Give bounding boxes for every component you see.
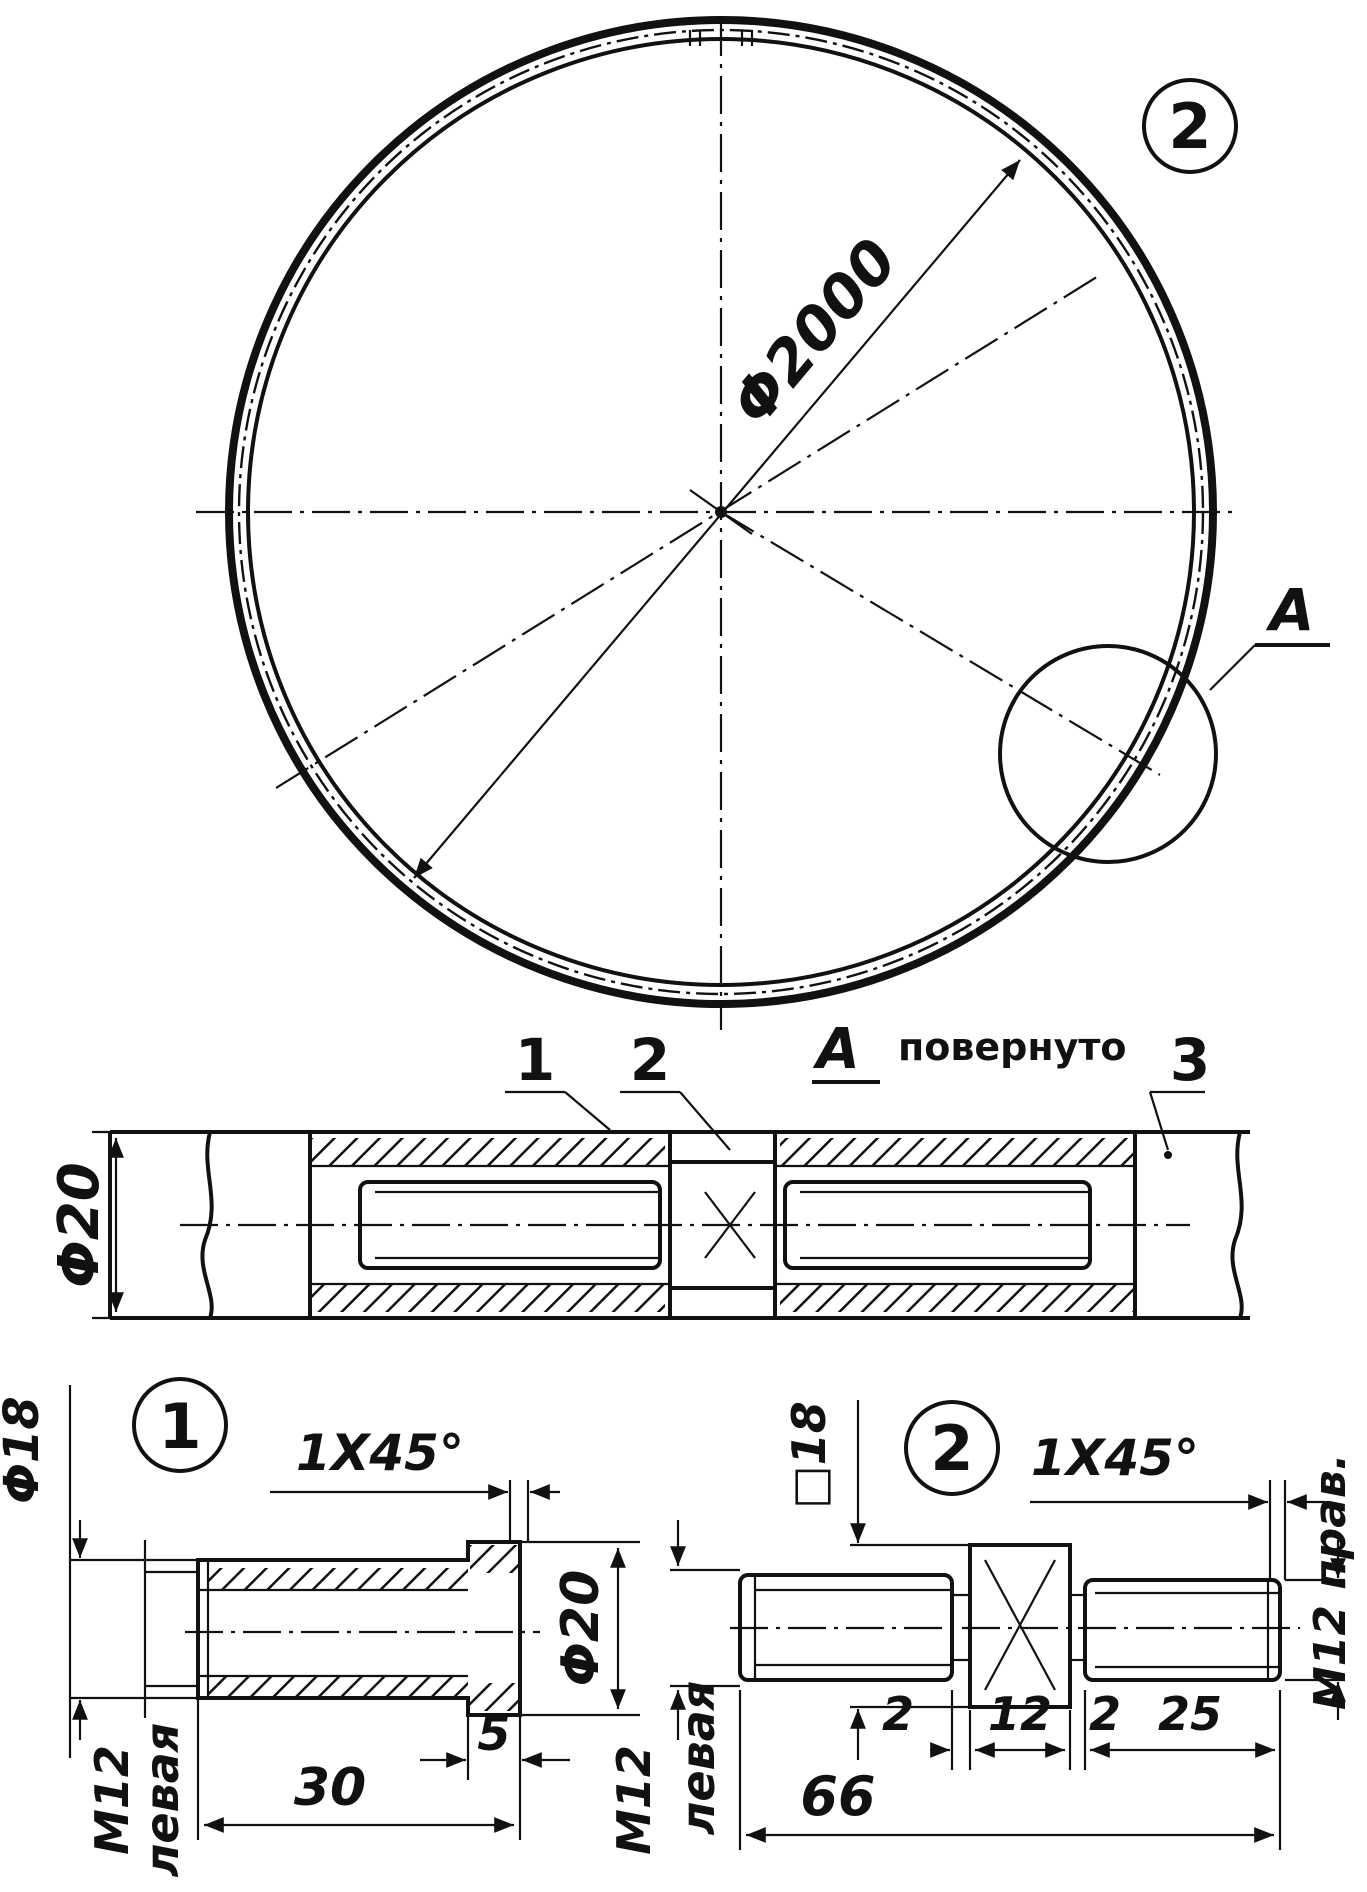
part-1-collar-diameter: Φ20: [551, 1570, 611, 1687]
part-2-chamfer: 1X45°: [1031, 1429, 1199, 1487]
detail-a-label: A: [1266, 576, 1315, 644]
assembly-callout-1: 1: [515, 1026, 555, 1094]
part-1-outer-diameter: Φ18: [0, 1396, 50, 1504]
part-1-thread: M12: [85, 1745, 139, 1855]
part-1-thread-hand: левая: [135, 1723, 189, 1878]
part-2-dim-left-gap: 2: [882, 1687, 914, 1741]
assembly-callout-2: 2: [630, 1026, 670, 1094]
left-bushing-hatch-top: [310, 1138, 665, 1166]
part-2-dim-square: 12: [988, 1687, 1052, 1741]
part-2-length: 66: [800, 1765, 875, 1828]
diameter-dimension-line: [413, 159, 1021, 879]
part-2-callout: 2: [930, 1412, 973, 1485]
ring-callout: 2: [1168, 90, 1211, 163]
part-1-hatch-top: [208, 1568, 468, 1590]
part-2-dim-right-gap: 2: [1089, 1687, 1121, 1741]
part-1-chamfer: 1X45°: [296, 1424, 464, 1482]
detail-a-circle: [998, 644, 1218, 864]
detail-a-title: A: [812, 1017, 859, 1082]
right-bushing-hatch-top: [780, 1138, 1135, 1166]
part-1-callout: 1: [158, 1390, 201, 1463]
ring-diameter-label: Φ2000: [718, 226, 912, 438]
left-bushing-hatch-bottom: [310, 1284, 665, 1312]
part-2-right-thread: [1083, 1578, 1282, 1682]
callout-circle-2: [1142, 78, 1238, 174]
center-line-diag-2: [720, 511, 1161, 776]
detail-a-leader: [1209, 644, 1256, 691]
right-bushing-hatch-bottom: [780, 1284, 1135, 1312]
part-1-collar-width: 5: [477, 1706, 510, 1762]
assembly-view: [92, 1090, 1250, 1320]
assembly-diameter-label: Φ20: [47, 1162, 112, 1288]
center-line-diag-1: [275, 274, 1101, 789]
part-1-length: 30: [294, 1758, 366, 1818]
part-2-callout-circle: [904, 1400, 1000, 1496]
part-1-callout-circle: [132, 1377, 228, 1473]
part-2-square-label: □18: [782, 1401, 836, 1508]
part-2-thread-hand: левая: [671, 1681, 725, 1836]
detail-a-note: повернуто: [898, 1025, 1127, 1069]
part-1-hatch-bottom: [208, 1676, 468, 1698]
ring-joint-top: [688, 30, 754, 46]
part-2-square: [968, 1543, 1072, 1709]
assembly-thread-note: M12 прав.: [1305, 1454, 1356, 1710]
part-2-thread: M12: [607, 1745, 661, 1855]
part-2-view: [670, 1400, 1346, 1850]
ring-view: [196, 16, 1330, 1030]
assembly-callout-3: 3: [1170, 1026, 1210, 1094]
part-2-dim-thread: 25: [1158, 1687, 1222, 1741]
part-1-view: [68, 1377, 640, 1840]
